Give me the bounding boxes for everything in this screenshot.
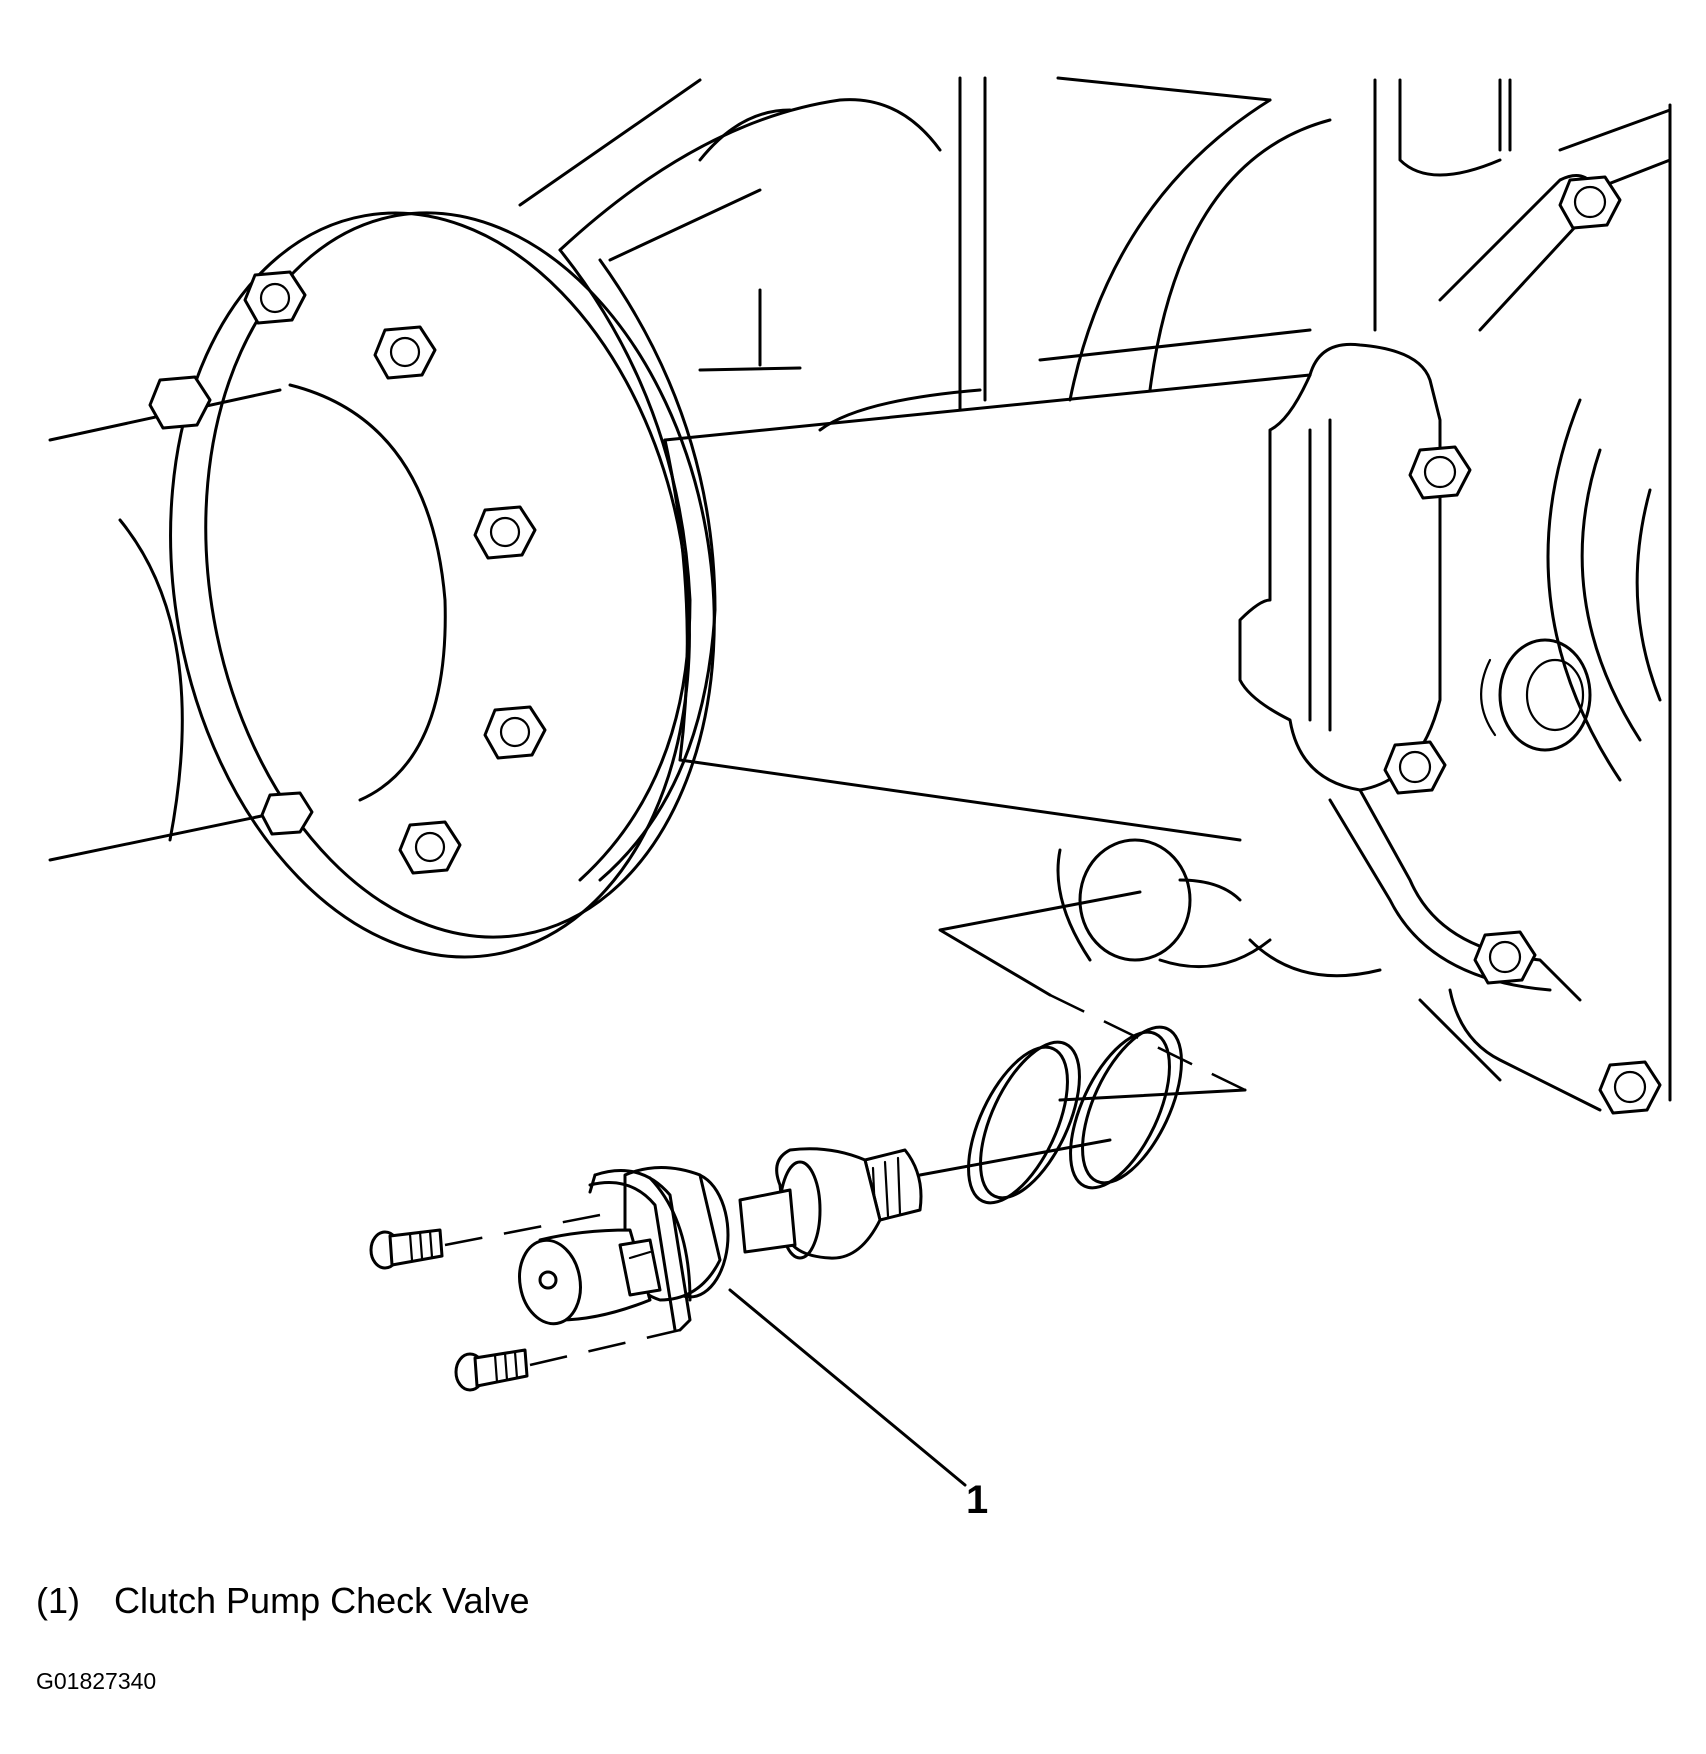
legend-number: (1) [36,1580,80,1621]
o-ring-icon [1069,1025,1183,1190]
valve-centerline [918,1138,1112,1177]
hex-bolt-icon [1558,175,1622,230]
hex-bolt-icon [260,791,314,836]
screw-icon [454,1328,681,1392]
drain-plug [1480,638,1592,752]
legend-entry: (1) Clutch Pump Check Valve [36,1580,530,1622]
o-ring-icon [967,1040,1081,1205]
flange-bolts [148,270,547,875]
callout-number: 1 [966,1478,989,1522]
cross-member [663,373,1312,842]
screw-icon [369,1213,601,1270]
hex-bolt-icon [1598,1060,1662,1115]
hex-bolt-icon [398,820,462,875]
axle-flange [169,211,717,959]
differential-housing-outline [518,76,1672,1102]
bracket-bolts [1383,175,1662,1115]
axle-tube-icon [48,383,447,862]
hex-bolt-icon [1408,445,1472,500]
hex-bolt-icon [1473,930,1537,985]
hex-bolt-icon [148,375,212,430]
hex-bolt-icon [483,705,547,760]
pump-port [1056,838,1382,978]
legend-text: Clutch Pump Check Valve [114,1580,530,1621]
hex-bolt-icon [473,505,537,560]
figure-id: G01827340 [36,1668,157,1694]
hex-bolt-icon [1383,740,1447,795]
installation-plane [938,890,1247,1102]
callout-leader-line [728,1288,967,1487]
hex-bolt-icon [373,325,437,380]
check-valve-icon [518,1147,923,1332]
hex-bolt-icon [243,270,307,325]
